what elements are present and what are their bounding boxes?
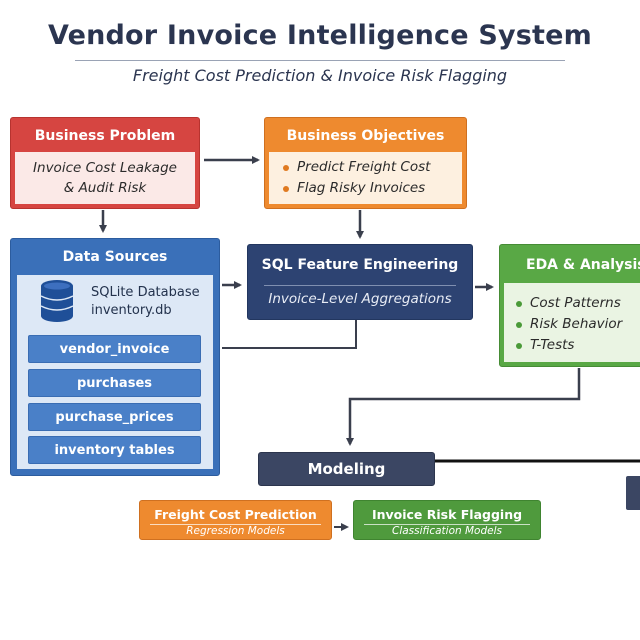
eda-analysis-box: EDA & Analysis Cost Patterns Risk Behavi…: [499, 244, 640, 367]
risk-divider: [364, 524, 530, 525]
business-problem-box: Business Problem Invoice Cost Leakage & …: [10, 117, 200, 209]
freight-subtitle: Regression Models: [186, 525, 285, 537]
objective-item: Flag Risky Invoices: [283, 178, 462, 199]
table-vendor-invoice: vendor_invoice: [28, 335, 201, 363]
table-purchases: purchases: [28, 369, 201, 397]
eda-body: Cost Patterns Risk Behavior T-Tests: [504, 283, 640, 362]
page-subtitle: Freight Cost Prediction & Invoice Risk F…: [132, 66, 508, 85]
database-icon: [40, 280, 74, 322]
sql-heading: SQL Feature Engineering: [261, 257, 459, 273]
risk-subtitle: Classification Models: [392, 525, 502, 537]
offscreen-box: [626, 476, 640, 510]
table-purchase-prices: purchase_prices: [28, 403, 201, 431]
eda-item: Cost Patterns: [516, 293, 640, 314]
database-label: SQLite Database inventory.db: [91, 284, 200, 320]
database-file: inventory.db: [91, 303, 172, 318]
arrow-eda-to-modeling: [346, 368, 581, 446]
page-title: Vendor Invoice Intelligence System: [47, 20, 593, 51]
business-problem-line: & Audit Risk: [63, 180, 147, 196]
table-inventory: inventory tables: [28, 436, 201, 464]
sql-subtitle: Invoice-Level Aggregations: [268, 291, 452, 307]
freight-divider: [150, 524, 321, 525]
invoice-risk-flagging-box: Invoice Risk Flagging Classification Mod…: [353, 500, 541, 540]
eda-item: Risk Behavior: [516, 314, 640, 335]
data-sources-heading: Data Sources: [62, 249, 168, 265]
eda-heading: EDA & Analysis: [526, 257, 640, 273]
freight-title: Freight Cost Prediction: [154, 507, 317, 522]
business-problem-heading: Business Problem: [34, 128, 176, 144]
line-sql-to-sources: [222, 320, 357, 349]
sql-divider: [264, 285, 456, 286]
title-divider: [75, 60, 565, 61]
business-objectives-body: Predict Freight Cost Flag Risky Invoices: [269, 152, 462, 204]
freight-cost-prediction-box: Freight Cost Prediction Regression Model…: [139, 500, 332, 540]
objective-item: Predict Freight Cost: [283, 157, 462, 178]
database-name: SQLite Database: [91, 285, 200, 300]
eda-item: T-Tests: [516, 335, 640, 356]
sql-feature-engineering-box: SQL Feature Engineering Invoice-Level Ag…: [247, 244, 473, 320]
modeling-box: Modeling: [258, 452, 435, 486]
business-objectives-box: Business Objectives Predict Freight Cost…: [264, 117, 467, 209]
business-objectives-heading: Business Objectives: [286, 128, 445, 144]
business-problem-body: Invoice Cost Leakage & Audit Risk: [15, 152, 195, 204]
business-problem-line: Invoice Cost Leakage: [33, 160, 177, 176]
risk-title: Invoice Risk Flagging: [371, 507, 523, 522]
